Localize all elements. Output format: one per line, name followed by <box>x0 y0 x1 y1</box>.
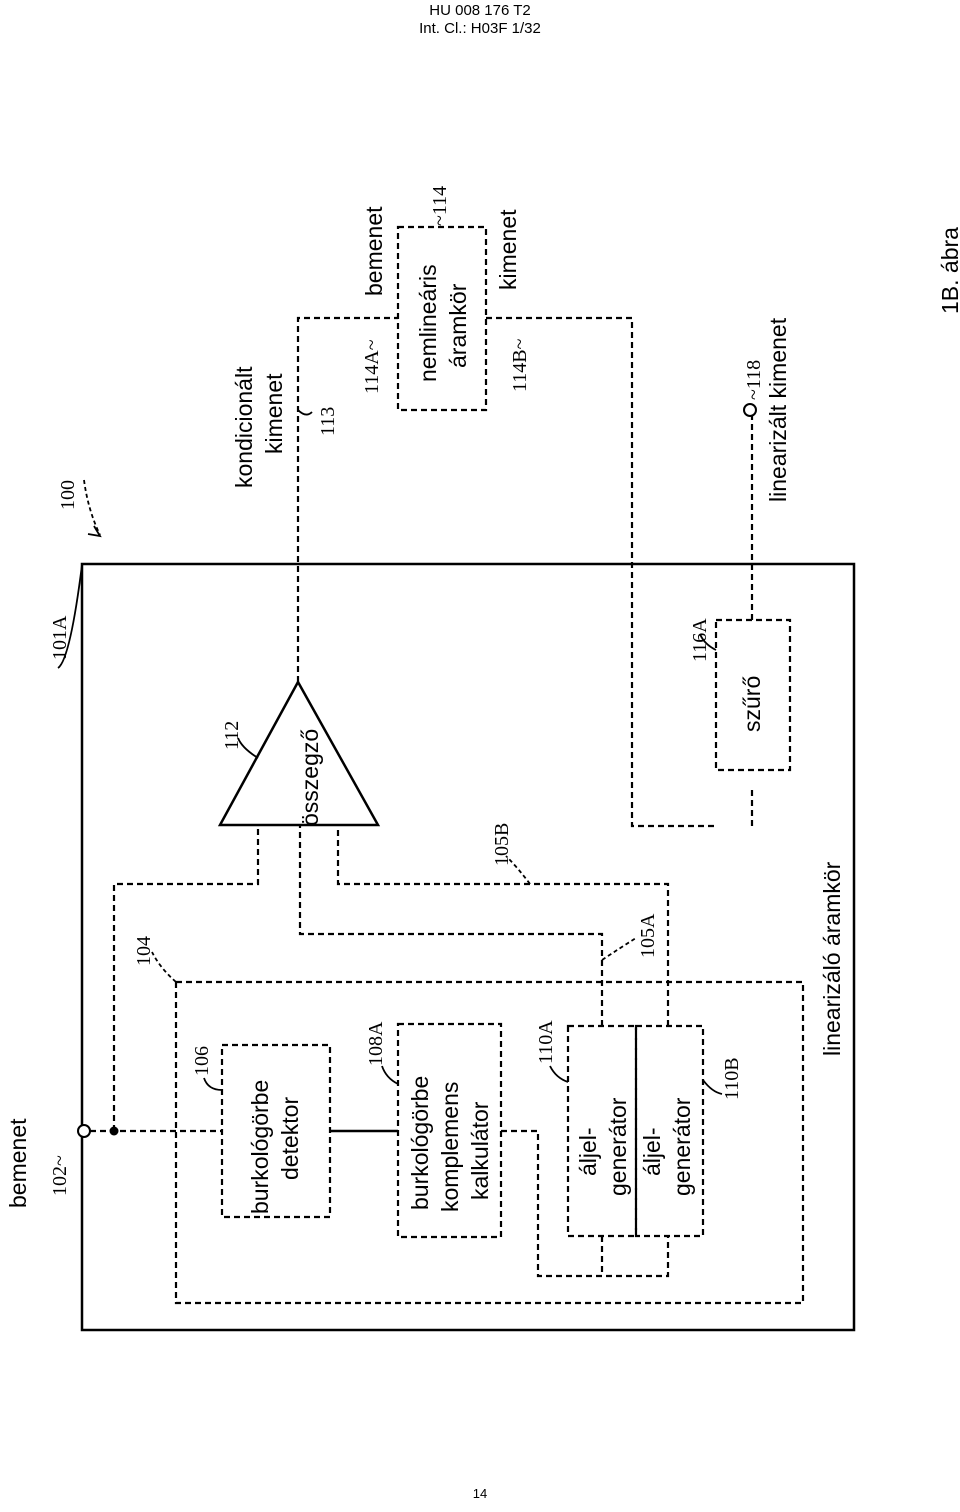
nonlinear-output-line <box>486 316 716 828</box>
envelope-detector-label-1: burkológörbe <box>247 1080 273 1214</box>
ref-104-leader <box>151 951 177 983</box>
ref-106: 106 <box>191 1046 213 1076</box>
envelope-complement-label-2: komplemens <box>437 1082 463 1212</box>
ref-101A: 101A <box>49 615 71 660</box>
ref-101A-leader <box>57 564 83 669</box>
summer-triangle <box>217 679 381 827</box>
ref-105A-leader <box>601 937 637 961</box>
patent-number-header: HU 008 176 T2 <box>429 2 531 19</box>
output-terminal <box>743 403 757 417</box>
linearizer-outer-box <box>80 562 856 1332</box>
filter-label: szűrő <box>739 676 765 732</box>
linearizer-label: linearizáló áramkör <box>819 861 845 1056</box>
feedforward-line <box>112 825 260 1131</box>
classification-header: Int. Cl.: H03F 1/32 <box>419 20 541 37</box>
ref-116A: 116A <box>689 618 711 662</box>
conditioned-output-line <box>296 316 398 682</box>
ref-105B-leader <box>505 855 531 885</box>
sawtooth-generator-2-box <box>634 1024 705 1238</box>
ref-114A: 114A~ <box>361 339 383 394</box>
input-label: bemenet <box>5 1118 31 1208</box>
nonlinear-circuit-box <box>396 225 488 412</box>
sawtooth-generator-2-label-2: generátor <box>669 1097 695 1196</box>
envelope-detector-label-2: detektor <box>277 1097 303 1180</box>
ref-108A: 108A <box>365 1021 387 1066</box>
envelope-complement-label-1: burkológörbe <box>407 1076 433 1210</box>
page-number: 14 <box>472 1486 488 1501</box>
ref-118: ~118 <box>743 360 765 400</box>
linearized-output-label: linearizált kimenet <box>765 317 791 502</box>
ref-114: ~114 <box>429 186 451 226</box>
ref-113: 113 <box>317 407 339 436</box>
ref-110B-leader <box>702 1079 723 1095</box>
conditioned-output-label-1: kondicionált <box>231 366 257 488</box>
conditioned-output-label-2: kimenet <box>261 373 287 454</box>
inner-linearizer-box <box>174 980 805 1305</box>
nonlinear-output-label: kimenet <box>495 209 521 290</box>
filter-box <box>714 618 792 772</box>
generator1-to-summer-line <box>298 825 604 1026</box>
ref-100-arrowhead <box>87 525 102 538</box>
ref-108A-leader <box>381 1065 399 1085</box>
envelope-complement-calculator-box <box>396 1022 503 1239</box>
ref-104: 104 <box>133 936 155 966</box>
ref-114B: 114B~ <box>509 338 531 392</box>
generator2-to-summer-line <box>336 825 670 1026</box>
ref-106-leader <box>203 1077 223 1091</box>
ref-112: 112 <box>221 721 243 750</box>
envelope-detector-box <box>220 1043 332 1219</box>
figure-label: 1B. ábra <box>937 227 960 314</box>
ref-100-leader <box>83 479 101 536</box>
input-terminal <box>77 1124 91 1138</box>
sawtooth-generator-2-label-1: áljel- <box>639 1127 665 1176</box>
ref-116A-leader <box>699 633 717 651</box>
ref-105A: 105A <box>637 913 659 958</box>
nonlinear-circuit-label-2: áramkör <box>445 283 471 368</box>
summer-label: összegző <box>297 729 323 826</box>
ref-102: 102~ <box>49 1155 71 1196</box>
calculator-to-generators-line <box>501 1129 670 1278</box>
envelope-complement-label-3: kalkulátor <box>467 1101 493 1200</box>
nonlinear-input-label: bemenet <box>361 206 387 296</box>
ref-110A: 110A <box>535 1020 557 1064</box>
ref-112-leader <box>237 737 259 759</box>
ref-113-leader <box>297 409 313 416</box>
ref-110B: 110B <box>721 1057 743 1100</box>
sawtooth-generator-1-label-2: generátor <box>605 1097 631 1196</box>
nonlinear-circuit-label-1: nemlineáris <box>415 264 441 382</box>
ref-105B: 105B <box>491 823 513 866</box>
ref-110A-leader <box>549 1065 569 1083</box>
sawtooth-generator-1-label-1: áljel- <box>575 1127 601 1176</box>
ref-100: 100 <box>57 480 79 510</box>
